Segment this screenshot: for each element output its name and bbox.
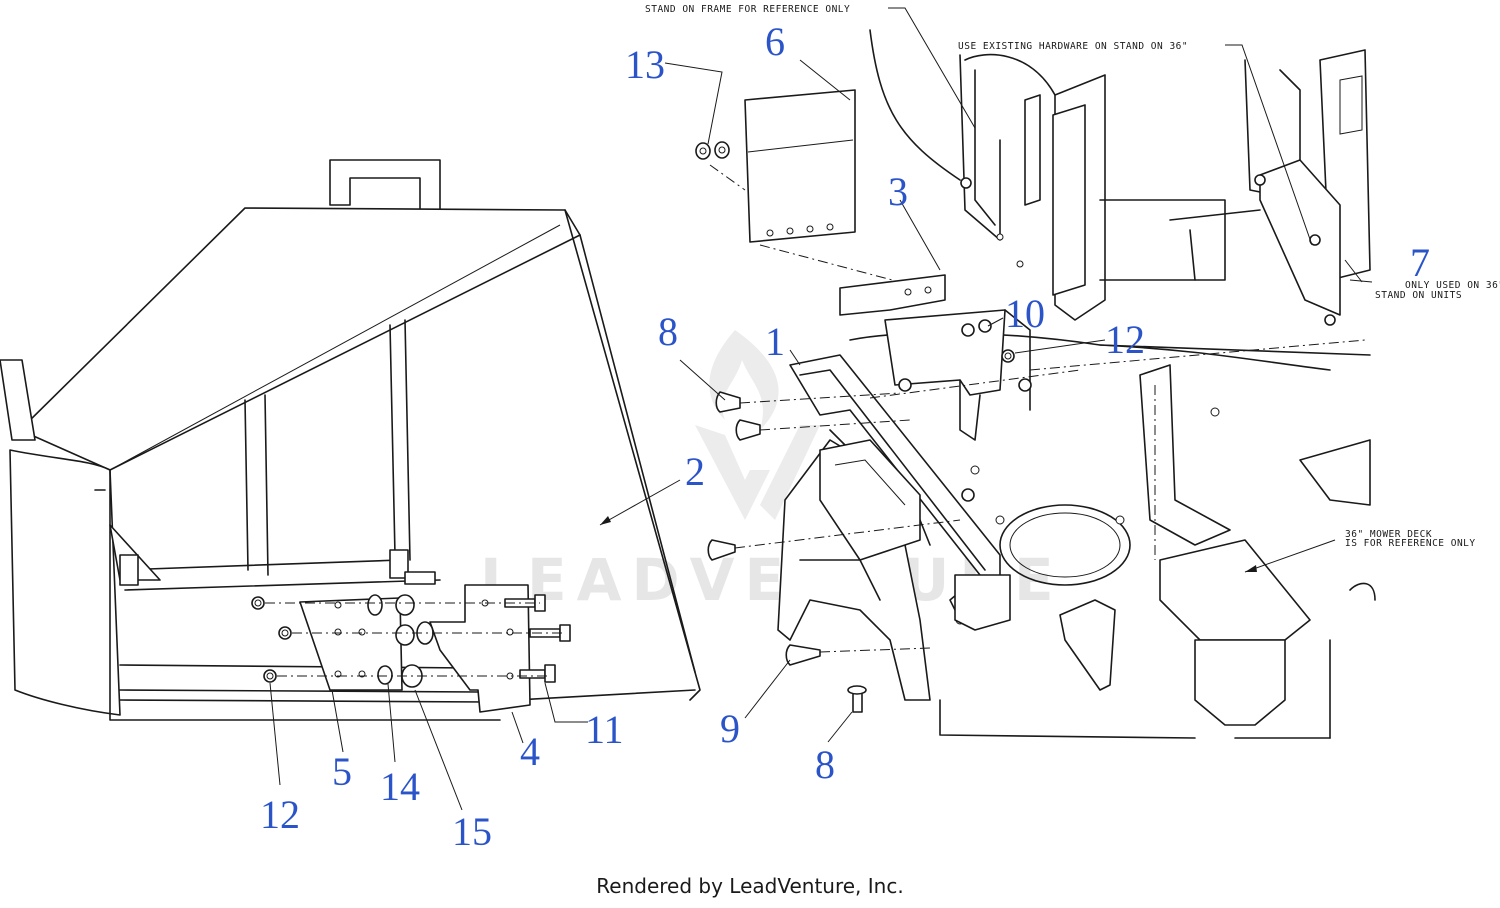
callout-13: 13 xyxy=(625,42,665,87)
footer-credit: Rendered by LeadVenture, Inc. xyxy=(596,874,904,898)
callout-8-lower: 8 xyxy=(815,742,835,787)
frame-mount-assembly xyxy=(664,7,1376,743)
note-mower-deck-line1: 36" MOWER DECK xyxy=(1345,529,1432,540)
callout-4: 4 xyxy=(520,729,540,774)
callout-11: 11 xyxy=(585,707,624,752)
callout-7: 7 xyxy=(1410,240,1430,285)
grass-catcher-assembly xyxy=(0,159,701,811)
callout-2: 2 xyxy=(685,449,705,494)
callout-12-right: 12 xyxy=(1105,317,1145,362)
callout-1: 1 xyxy=(765,319,785,364)
callout-3: 3 xyxy=(888,169,908,214)
callout-12-left: 12 xyxy=(260,792,300,837)
callout-8-upper: 8 xyxy=(658,309,678,354)
note-stand-frame: STAND ON FRAME FOR REFERENCE ONLY xyxy=(645,4,850,15)
note-only-used-line1: ONLY USED ON 36" xyxy=(1405,280,1500,291)
note-only-used-line2: STAND ON UNITS xyxy=(1375,290,1462,301)
note-mower-deck-line2: IS FOR REFERENCE ONLY xyxy=(1345,538,1476,549)
callout-15: 15 xyxy=(452,809,492,854)
callout-10: 10 xyxy=(1005,291,1045,336)
callout-14: 14 xyxy=(380,764,420,809)
callout-9: 9 xyxy=(720,706,740,751)
callout-5: 5 xyxy=(332,749,352,794)
callout-6: 6 xyxy=(765,19,785,64)
note-existing-hardware: USE EXISTING HARDWARE ON STAND ON 36" xyxy=(958,41,1188,52)
